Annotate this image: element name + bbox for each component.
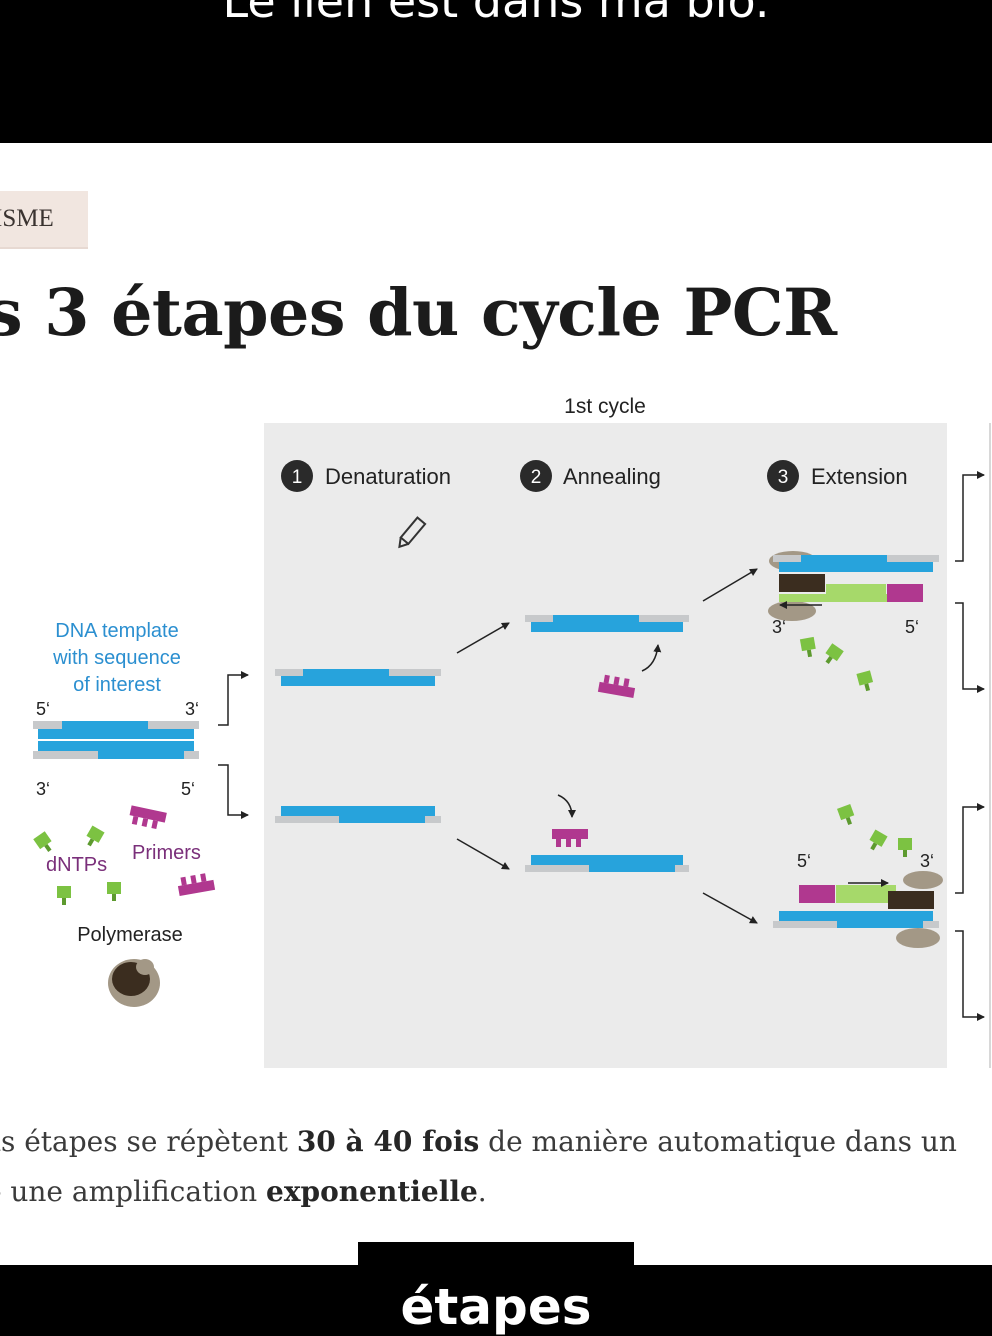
end-label: 5‘ (36, 699, 50, 719)
strand-backbone-blue (98, 751, 184, 759)
primer-symbol (552, 829, 588, 847)
polymerase-symbol (108, 959, 160, 1007)
extension-top: 3‘ 5‘ (768, 551, 939, 637)
bracket-arrow (218, 764, 249, 819)
dntps-label: dNTPs (46, 854, 107, 876)
step-label: Denaturation (325, 464, 451, 489)
annealing-strand-top (525, 615, 689, 632)
video-bottom-bar (0, 1265, 992, 1323)
pencil-icon (398, 516, 427, 549)
primer-symbol (597, 674, 636, 699)
dntp-symbol (86, 825, 105, 847)
category-tag[interactable]: ISME (0, 191, 88, 249)
end-label: 3‘ (920, 851, 934, 871)
page-title: s 3 étapes du cycle PCR (0, 275, 837, 351)
primers-label: Primers (132, 842, 201, 864)
end-label: 5‘ (181, 779, 195, 799)
template-label-line: with sequence (52, 647, 181, 669)
dntp-symbol (57, 886, 71, 905)
body-paragraph-line: - une amplification exponentielle. (0, 1175, 992, 1208)
dntp-symbol (856, 670, 874, 692)
step-label: Annealing (563, 464, 661, 489)
strand-backbone-blue (62, 721, 148, 729)
strand-teeth (38, 729, 194, 739)
body-text-segment: is étapes se répètent (0, 1125, 297, 1158)
body-text-segment: de manière automatique dans un (479, 1125, 957, 1158)
body-text-bold: 30 à 40 fois (296, 1125, 480, 1158)
end-label: 5‘ (797, 851, 811, 871)
pcr-diagram: 1st cycle 1 Denaturation 2 Annealing 3 E… (33, 395, 991, 1068)
bracket-arrow (955, 930, 985, 1021)
bracket-arrow (955, 471, 985, 562)
end-label: 5‘ (905, 617, 919, 637)
step-denaturation: 1 Denaturation (281, 460, 451, 492)
body-paragraph-line: is étapes se répètent 30 à 40 fois de ma… (0, 1125, 992, 1158)
body-text-segment: - une amplification (0, 1175, 267, 1208)
step-number: 2 (531, 467, 542, 488)
step-label: Extension (811, 464, 908, 489)
denatured-strand-top (275, 669, 441, 686)
template-label-line: of interest (73, 674, 161, 696)
bracket-arrow (955, 803, 985, 894)
denatured-strand-bottom (275, 806, 441, 823)
top-caption: Le lien est dans ma bio. (222, 0, 770, 28)
extension-bottom: 5‘ 3‘ (773, 851, 943, 948)
bracket-arrow (955, 602, 985, 693)
strand-teeth (38, 741, 194, 751)
step-number: 3 (778, 467, 789, 488)
end-label: 3‘ (772, 617, 786, 637)
step-extension: 3 Extension (767, 460, 908, 492)
cycle-label: 1st cycle (564, 395, 646, 418)
dna-template-label: DNA template with sequence of interest (52, 620, 181, 696)
article-page: ISME s 3 étapes du cycle PCR 1st cycle 1… (0, 143, 992, 1265)
end-label: 3‘ (36, 779, 50, 799)
bottom-caption: étapes (400, 1278, 592, 1336)
step-number-badge (520, 460, 552, 492)
dntp-symbol (33, 831, 52, 852)
step-annealing: 2 Annealing (520, 460, 661, 492)
primer-arrow (557, 794, 576, 818)
step-number-badge (767, 460, 799, 492)
step-number-badge (281, 460, 313, 492)
primer-arrow (641, 644, 662, 672)
template-double-strand: 5‘ 3‘ 3‘ 5‘ (33, 699, 199, 799)
template-label-line: DNA template (55, 620, 178, 642)
dntp-symbol (799, 636, 816, 658)
video-top-bar: Le lien est dans ma bio. (0, 0, 992, 143)
bracket-arrow (218, 671, 249, 726)
caption-background (358, 1242, 634, 1268)
end-label: 3‘ (185, 699, 199, 719)
step-number: 1 (292, 467, 303, 488)
dntp-symbol (837, 804, 855, 825)
cycle-panel (264, 423, 947, 1068)
flow-arrow (456, 622, 510, 654)
dntp-symbol (869, 829, 888, 851)
body-text-segment: . (477, 1175, 487, 1208)
category-tag-label: ISME (0, 205, 54, 232)
primer-symbol (177, 873, 216, 897)
body-text-bold: exponentielle (266, 1175, 478, 1208)
polymerase-label: Polymerase (77, 924, 183, 946)
flow-arrow (702, 892, 758, 924)
primer-symbol (129, 805, 167, 830)
dntp-symbol (825, 643, 844, 664)
flow-arrow (702, 568, 758, 602)
dntp-symbol (107, 882, 121, 901)
flow-arrow (456, 838, 510, 870)
annealing-strand-bottom (525, 855, 689, 872)
dntp-symbol (898, 838, 912, 857)
